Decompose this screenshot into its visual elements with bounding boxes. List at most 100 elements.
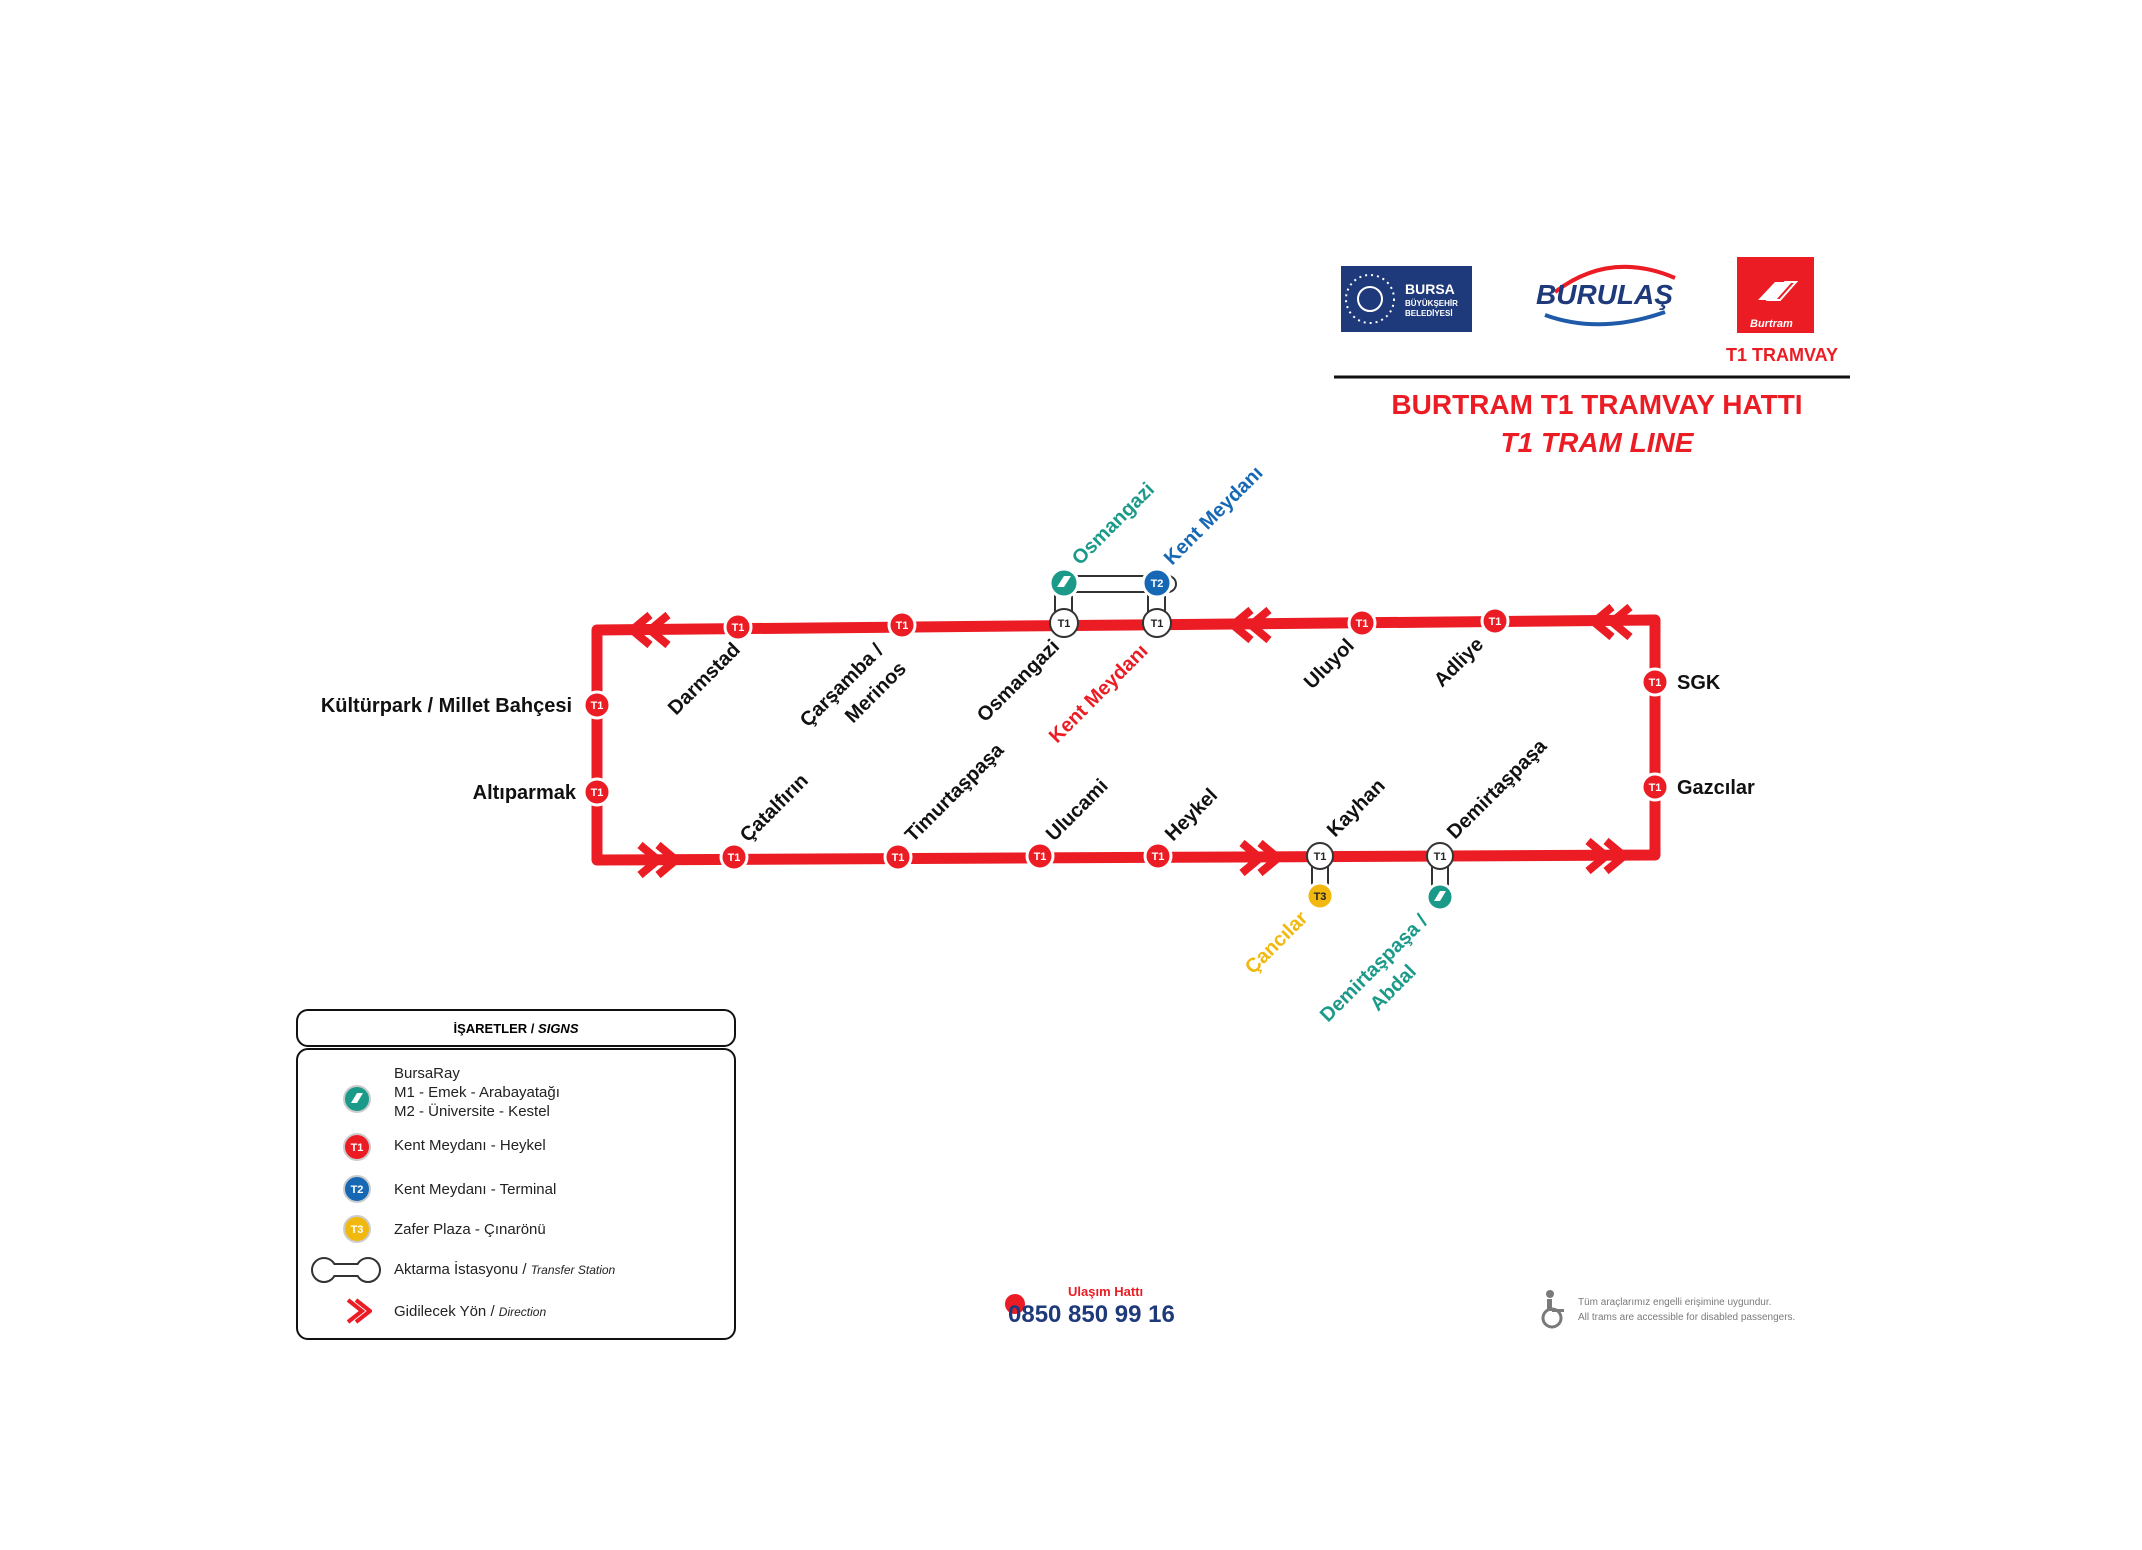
legend-t2-text: Kent Meydanı - Terminal	[394, 1181, 557, 1198]
svg-text:T1: T1	[732, 622, 745, 634]
svg-text:T1: T1	[1034, 851, 1047, 863]
bursa-logo-sub1: BÜYÜKŞEHİR	[1405, 299, 1458, 308]
station-badge-uluyol[interactable]: T1	[1347, 608, 1377, 638]
station-label-kulturpark: Kültürpark / Millet Bahçesi	[321, 695, 572, 717]
legend: BursaRay M1 - Emek - Arabayatağı M2 - Ün…	[296, 1048, 736, 1340]
svg-text:T2: T2	[1151, 578, 1164, 590]
station-badge-adliye[interactable]: T1	[1480, 606, 1510, 636]
legend-transfer-text: Aktarma İstasyonu / Transfer Station	[394, 1261, 616, 1278]
page-title: BURTRAM T1 TRAMVAY HATTI	[1391, 389, 1802, 420]
legend-row-t3: T3 Zafer Plaza - Çınarönü	[298, 1214, 728, 1244]
svg-text:T1: T1	[1314, 851, 1327, 863]
svg-text:T1: T1	[1151, 618, 1164, 630]
svg-text:T1: T1	[591, 787, 604, 799]
station-badge-altiparmak[interactable]: T1	[582, 777, 612, 807]
station-label-catalfirin: Çatalfırın	[736, 770, 813, 847]
station-badge-kent-meydani[interactable]: T1	[1142, 608, 1172, 638]
t3-badge-cancilar[interactable]: T3	[1305, 881, 1335, 911]
legend-bursaray-text: BursaRay M1 - Emek - Arabayatağı M2 - Ün…	[394, 1065, 560, 1120]
station-badge-sgk[interactable]: T1	[1640, 667, 1670, 697]
legend-t1-text: Kent Meydanı - Heykel	[394, 1137, 546, 1154]
transfer-label-cancilar: Çancılar	[1241, 907, 1313, 979]
legend-title: İŞARETLER / SIGNS	[296, 1009, 736, 1047]
station-label-ulucami: Ulucami	[1042, 775, 1113, 846]
legend-row-direction: Gidilecek Yön / Direction	[298, 1298, 728, 1328]
transfer-label-osmangazi: Osmangazi	[1068, 479, 1159, 570]
bursa-logo-sub2: BELEDİYESİ	[1405, 309, 1453, 318]
station-label-adliye: Adliye	[1430, 634, 1488, 692]
svg-text:T1: T1	[1152, 851, 1165, 863]
station-badge-kayhan[interactable]: T1	[1306, 842, 1334, 870]
bursaray-badge-demirtaspasa[interactable]	[1425, 882, 1455, 912]
svg-text:T1: T1	[1058, 618, 1071, 630]
svg-text:T1: T1	[591, 700, 604, 712]
svg-text:T2: T2	[351, 1184, 364, 1196]
accessibility-note: Tüm araçlarımız engelli erişimine uygund…	[1541, 1290, 1795, 1329]
station-label-uluyol: Uluyol	[1300, 635, 1359, 694]
burtram-logo-text: Burtram	[1750, 318, 1793, 330]
svg-text:T1: T1	[1649, 782, 1662, 794]
svg-text:T1: T1	[896, 620, 909, 632]
legend-direction-text: Gidilecek Yön / Direction	[394, 1303, 547, 1320]
station-label-osmangazi: Osmangazi	[973, 636, 1064, 727]
t2-badge-kent-meydani[interactable]: T2	[1141, 567, 1173, 599]
station-label-timurtaspasa: Timurtaşpaşa	[901, 739, 1009, 847]
station-badge-demirtaspasa[interactable]: T1	[1426, 842, 1454, 870]
bursa-logo-text: BURSA	[1405, 281, 1455, 297]
bursa-logo: BURSA BÜYÜKŞEHİR BELEDİYESİ	[1341, 266, 1472, 332]
hotline[interactable]: Ulaşım Hattı 0850 850 99 16	[1005, 1284, 1175, 1328]
station-label-demirtaspasa: Demirtaşpaşa	[1443, 735, 1552, 844]
burtram-logo: Burtram	[1737, 257, 1814, 333]
direction-arrow	[625, 603, 1633, 879]
station-badge-gazcilar[interactable]: T1	[1640, 772, 1670, 802]
station-badge-osmangazi[interactable]: T1	[1049, 608, 1079, 638]
t2-icon: T2	[343, 1175, 371, 1203]
station-label-heykel: Heykel	[1161, 784, 1222, 845]
station-badge-heykel[interactable]: T1	[1143, 841, 1173, 871]
svg-text:T1: T1	[1434, 851, 1447, 863]
legend-row-transfer: Aktarma İstasyonu / Transfer Station	[298, 1254, 728, 1284]
station-badge-catalfirin[interactable]: T1	[719, 842, 749, 872]
bursaray-badge-osmangazi[interactable]	[1048, 567, 1080, 599]
t3-icon: T3	[343, 1215, 371, 1243]
svg-text:T1: T1	[1356, 618, 1369, 630]
hotline-label: Ulaşım Hattı	[1068, 1284, 1143, 1299]
svg-text:T1: T1	[892, 852, 905, 864]
station-badge-darmstad[interactable]: T1	[723, 612, 753, 642]
transfer-label-kent-meydani: Kent Meydanı	[1160, 462, 1268, 570]
legend-title-en: SIGNS	[538, 1020, 579, 1036]
svg-text:T3: T3	[1314, 891, 1327, 903]
burulas-logo-text: BURULAŞ	[1536, 279, 1673, 310]
transfer-station-icon	[311, 1257, 381, 1283]
direction-arrow-icon	[346, 1298, 372, 1324]
hotline-number: 0850 850 99 16	[1008, 1301, 1175, 1328]
station-label-sgk: SGK	[1677, 672, 1721, 694]
page-subtitle: T1 TRAM LINE	[1501, 427, 1695, 458]
svg-text:T3: T3	[351, 1224, 364, 1236]
svg-text:T1: T1	[1489, 616, 1502, 628]
tram-badge: T1 TRAMVAY	[1726, 345, 1838, 365]
bursaray-icon	[343, 1085, 371, 1113]
svg-text:T1: T1	[351, 1142, 364, 1154]
station-label-altiparmak: Altıparmak	[473, 782, 577, 804]
legend-row-bursaray: BursaRay M1 - Emek - Arabayatağı M2 - Ün…	[298, 1064, 728, 1124]
station-label-gazcilar: Gazcılar	[1677, 777, 1755, 799]
legend-row-t1: T1 Kent Meydanı - Heykel	[298, 1132, 728, 1162]
access-note-en: All trams are accessible for disabled pa…	[1578, 1312, 1795, 1323]
burulas-logo: BURULAŞ	[1536, 264, 1676, 327]
svg-text:T1: T1	[728, 852, 741, 864]
station-badge-ulucami[interactable]: T1	[1025, 841, 1055, 871]
station-label-kayhan: Kayhan	[1323, 775, 1390, 842]
station-label-darmstad: Darmstad	[664, 639, 745, 720]
station-badge-timurtaspasa[interactable]: T1	[883, 842, 913, 872]
wheelchair-icon	[1541, 1290, 1564, 1329]
station-badge-carsamba[interactable]: T1	[887, 610, 917, 640]
station-label-kent-meydani: Kent Meydanı	[1045, 640, 1153, 748]
legend-title-text: İŞARETLER /	[453, 1020, 535, 1036]
legend-row-t2: T2 Kent Meydanı - Terminal	[298, 1174, 728, 1204]
station-badge-kulturpark[interactable]: T1	[582, 690, 612, 720]
legend-t3-text: Zafer Plaza - Çınarönü	[394, 1221, 546, 1238]
svg-text:T1: T1	[1649, 677, 1662, 689]
t1-icon: T1	[343, 1133, 371, 1161]
